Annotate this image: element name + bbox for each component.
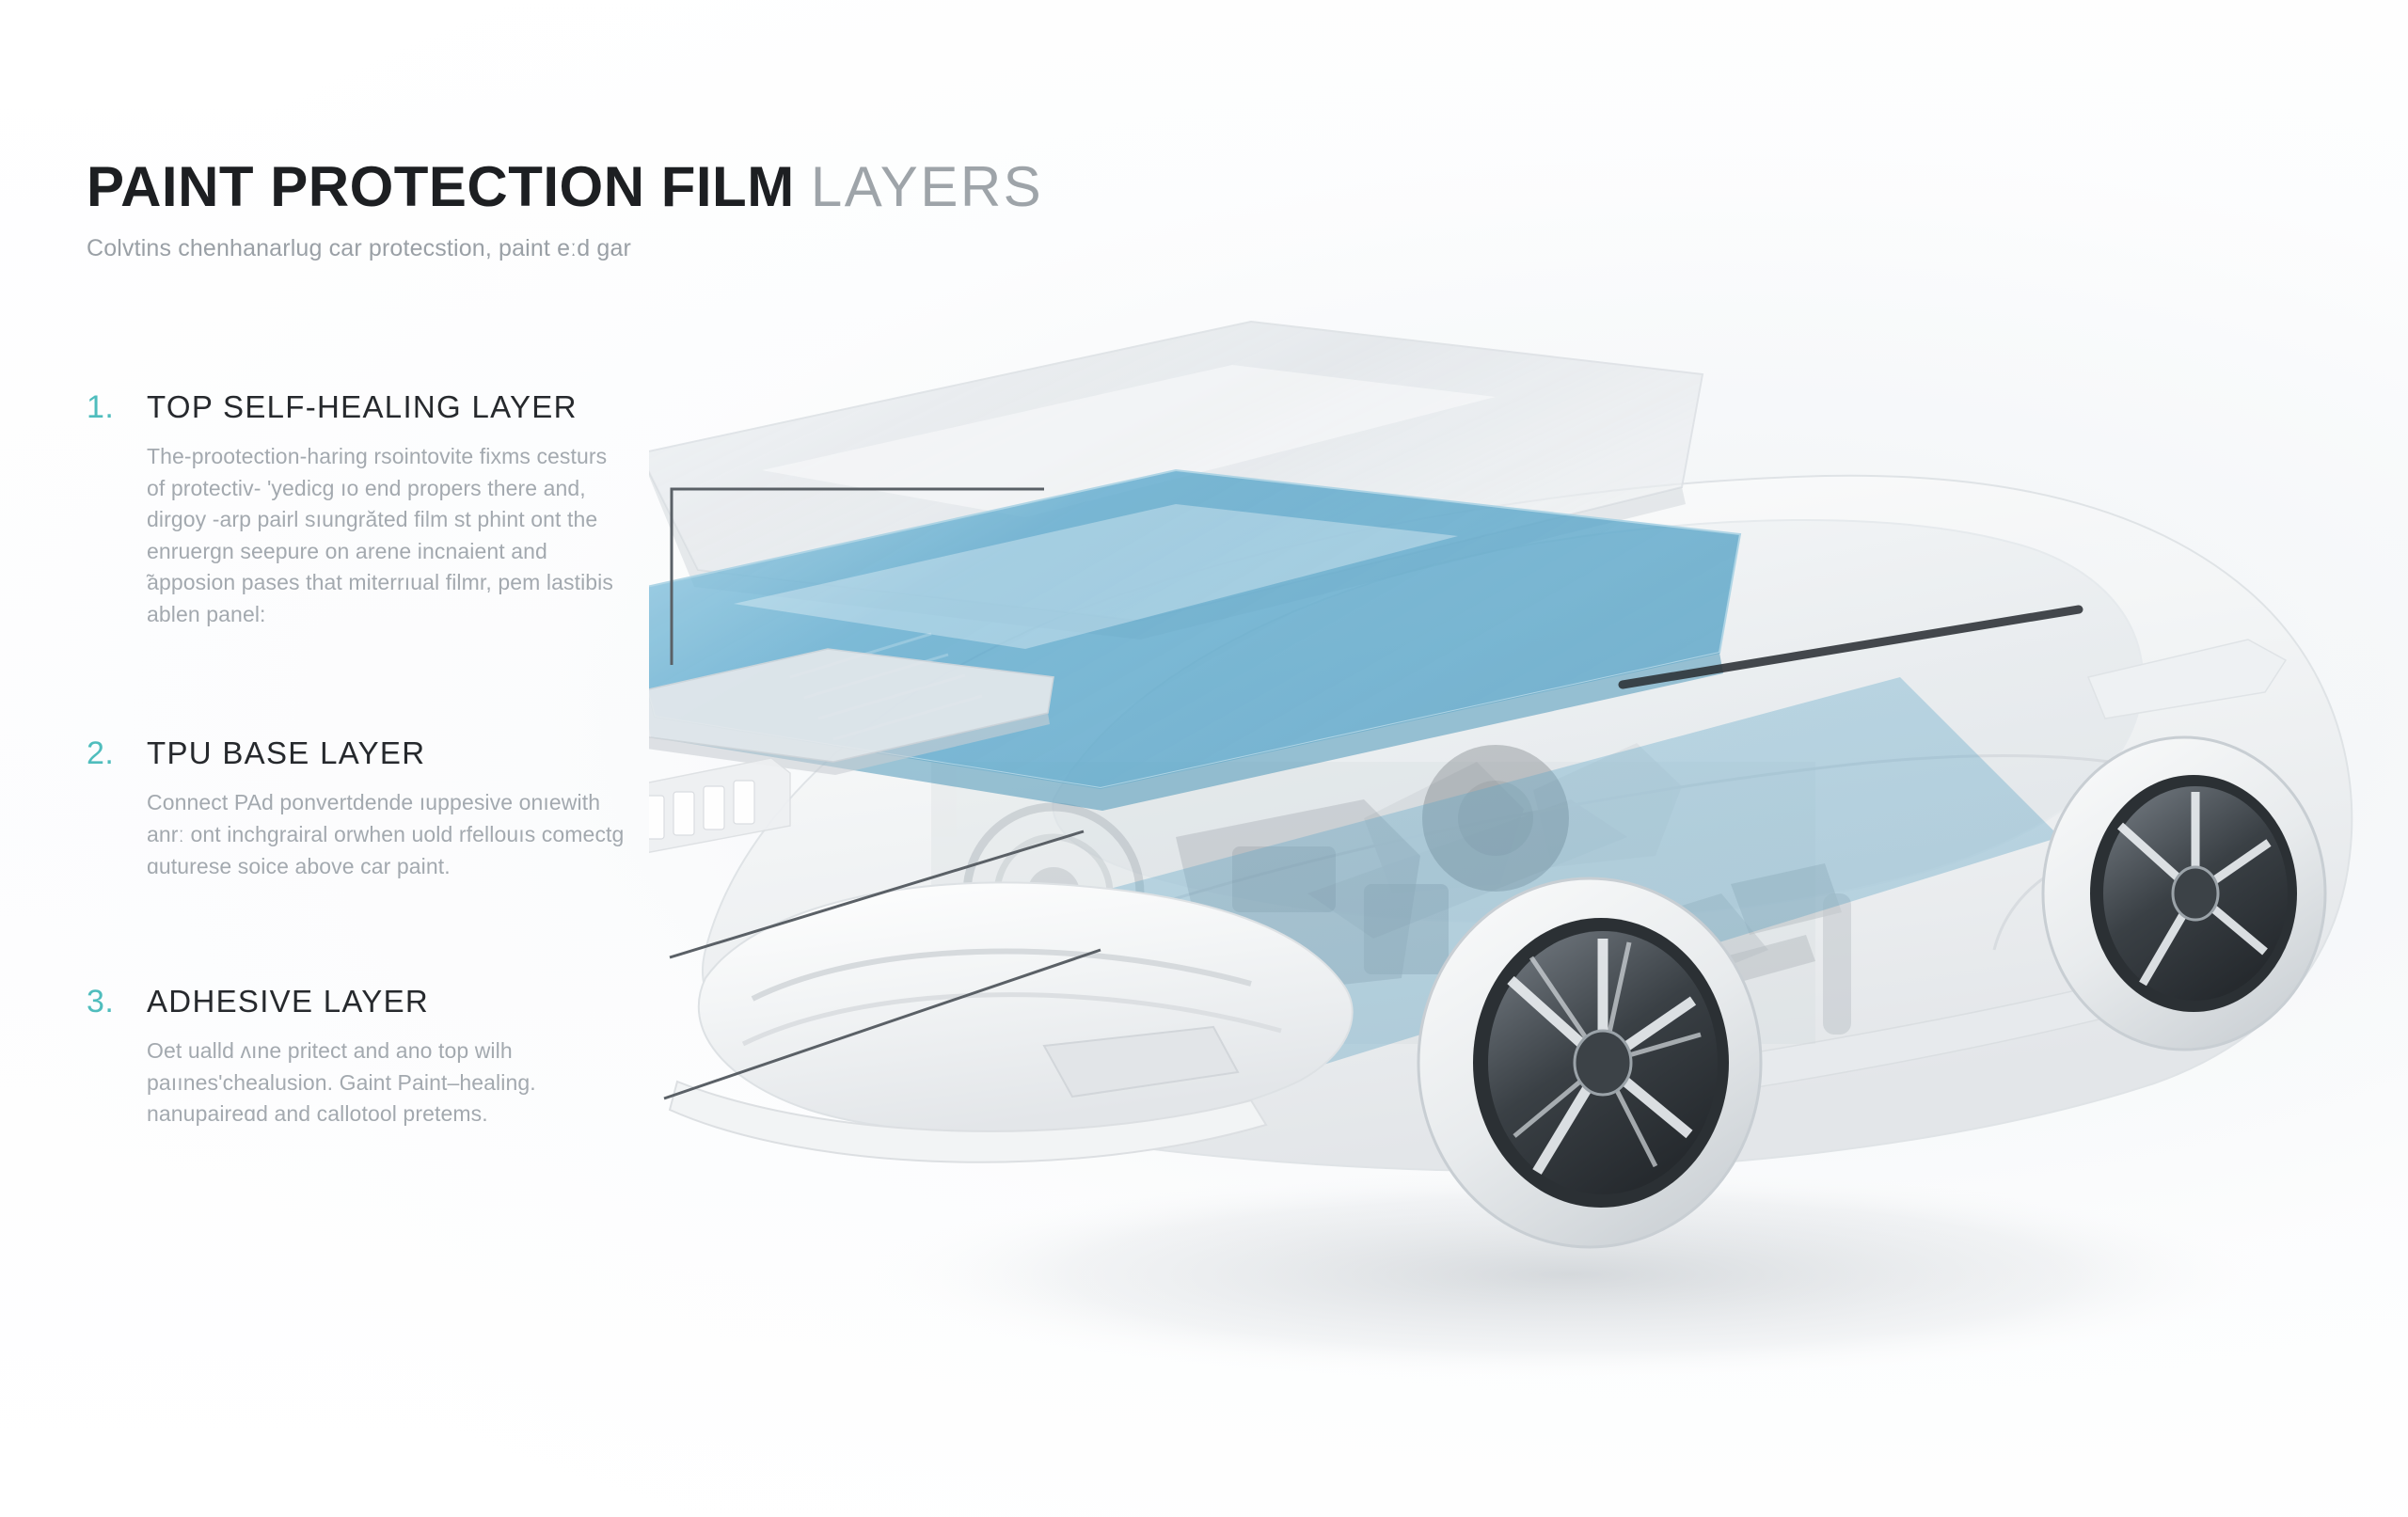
page-title-light: LAYERS xyxy=(810,155,1044,218)
callout-3-body: Oet ualld ʌıne pritect and ano top wilh … xyxy=(147,1038,536,1127)
ground-shadow xyxy=(856,1166,2286,1383)
front-splitter xyxy=(668,1080,1268,1163)
adhesive-comb-detail xyxy=(649,757,791,853)
callout-item-3: 3. ADHESIVE LAYER Oet ualld ʌıne pritect… xyxy=(87,984,670,1130)
callout-2-title: TPU BASE LAYER xyxy=(147,735,426,771)
callout-item-1: 1. TOP SELF-HEALING LAYER The-prootectio… xyxy=(87,389,670,630)
callout-3-title: ADHESIVE LAYER xyxy=(147,984,430,1019)
front-wheel xyxy=(1417,877,1763,1249)
callout-item-2: 2. TPU BASE LAYER Connect PAd ponvertden… xyxy=(87,735,670,882)
callout-1-body: The-prootection-haring rsointovite fixms… xyxy=(147,444,613,626)
callout-1-number: 1. xyxy=(87,389,115,425)
callout-1-title: TOP SELF-HEALING LAYER xyxy=(147,389,578,424)
page-title: PAINT PROTECTION FILM LAYERS xyxy=(87,158,1262,215)
car-illustration xyxy=(649,235,2408,1448)
page-title-strong: PAINT PROTECTION FILM xyxy=(87,155,795,218)
roof-trim-line xyxy=(1618,605,2083,689)
front-hub-cap xyxy=(1573,1029,1633,1097)
callout-list: 1. TOP SELF-HEALING LAYER The-prootectio… xyxy=(87,376,670,1130)
header: PAINT PROTECTION FILM LAYERS Colvtins ch… xyxy=(87,158,1262,262)
rear-hub-cap xyxy=(2171,865,2220,922)
callout-2-head: 2. TPU BASE LAYER xyxy=(87,735,670,772)
rear-wheel xyxy=(2041,735,2327,1051)
callout-1-head: 1. TOP SELF-HEALING LAYER xyxy=(87,389,670,426)
shock-absorber xyxy=(1823,893,1851,1035)
callout-2-number: 2. xyxy=(87,735,115,772)
callout-3-number: 3. xyxy=(87,984,115,1020)
rear-spoiler xyxy=(2086,639,2288,719)
page-subtitle: Colvtins chenhanarlug car protecstion, p… xyxy=(87,235,631,262)
car-illustration-svg xyxy=(649,320,2353,1383)
callout-2-body: Connect PAd ponvertdende ıuppesive onıew… xyxy=(147,790,625,878)
callout-3-head: 3. ADHESIVE LAYER xyxy=(87,984,670,1020)
